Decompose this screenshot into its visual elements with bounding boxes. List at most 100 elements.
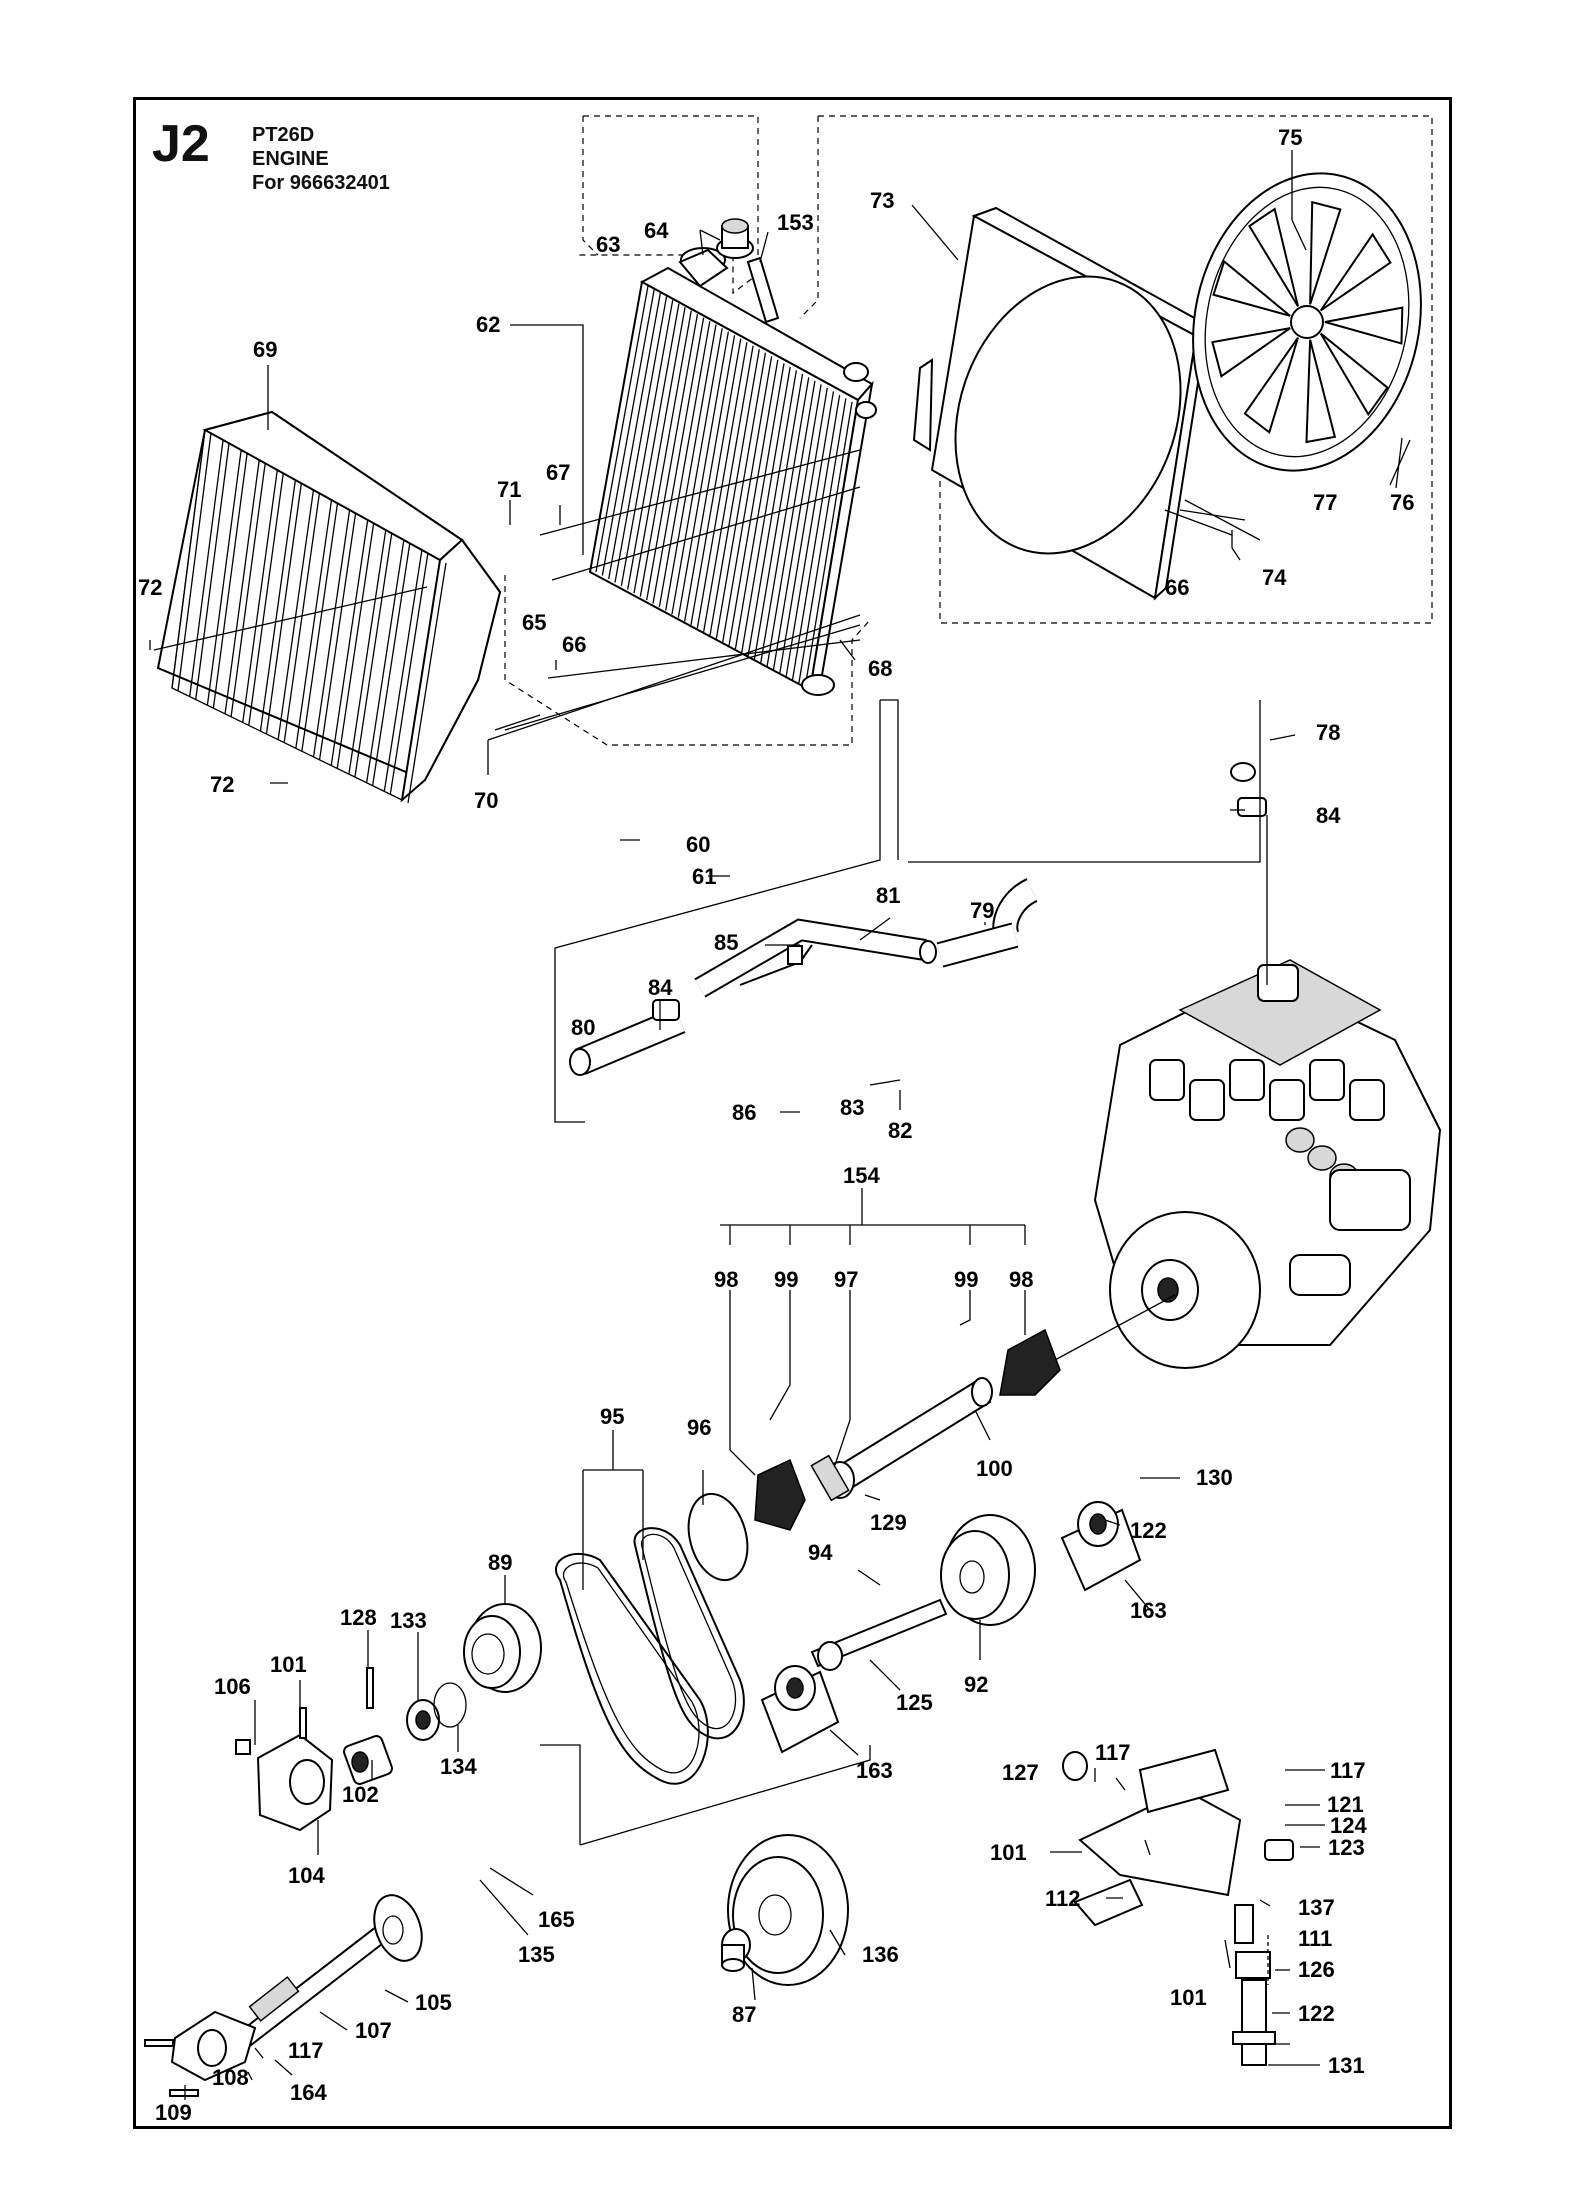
bearing-block-upper bbox=[1060, 1501, 1142, 1592]
radiator-fin bbox=[791, 394, 841, 682]
callout-101a: 101 bbox=[270, 1652, 307, 1677]
bearing-block-lower bbox=[760, 1665, 840, 1754]
engine-component bbox=[1309, 1059, 1345, 1101]
callout-117c: 117 bbox=[288, 2038, 324, 2063]
model-label: PT26D bbox=[252, 124, 315, 146]
callout-127: 127 bbox=[1002, 1760, 1039, 1785]
callout-154: 154 bbox=[843, 1163, 880, 1188]
fan-blade bbox=[1243, 337, 1299, 435]
callout-104: 104 bbox=[288, 1863, 325, 1888]
cover-slat-edge bbox=[265, 482, 303, 735]
engine-component bbox=[1229, 1059, 1265, 1101]
radiator-fin bbox=[785, 391, 835, 678]
callout-63: 63 bbox=[596, 232, 620, 257]
engine-component bbox=[1149, 1059, 1185, 1101]
callout-124: 124 bbox=[1330, 1813, 1367, 1838]
callout-163b: 163 bbox=[856, 1758, 893, 1783]
callout-70: 70 bbox=[474, 788, 498, 813]
cover-slat-edge bbox=[301, 502, 339, 752]
page-code: J2 bbox=[152, 115, 210, 173]
cover-slat-edge bbox=[318, 512, 357, 761]
callout-92: 92 bbox=[964, 1672, 988, 1697]
cover-slat-edge bbox=[389, 552, 429, 795]
radiator-fin bbox=[798, 398, 847, 685]
fan-blade bbox=[1324, 306, 1404, 345]
radiator-fin bbox=[614, 296, 668, 583]
radiator-fin bbox=[772, 384, 822, 671]
callout-109: 109 bbox=[155, 2100, 192, 2125]
radiator-fin bbox=[753, 373, 804, 660]
callout-labels: 75 73 64 153 63 62 69 71 67 72 65 66 68 … bbox=[138, 125, 1414, 2125]
radiator-fin bbox=[734, 363, 785, 650]
radiator-fin bbox=[728, 359, 779, 646]
callout-74: 74 bbox=[1262, 565, 1287, 590]
callout-136: 136 bbox=[862, 1942, 899, 1967]
engine-component bbox=[1269, 1079, 1305, 1121]
callout-130: 130 bbox=[1196, 1465, 1233, 1490]
radiator-fin bbox=[715, 352, 767, 639]
callout-97: 97 bbox=[834, 1267, 858, 1292]
fan-blade bbox=[1319, 332, 1389, 417]
radiator-fin bbox=[722, 356, 773, 643]
callout-135: 135 bbox=[518, 1942, 555, 1967]
callout-75: 75 bbox=[1278, 125, 1302, 150]
radiator-fin bbox=[665, 324, 717, 611]
callout-98a: 98 bbox=[714, 1267, 738, 1292]
callout-163a: 163 bbox=[1130, 1598, 1167, 1623]
cover-slat bbox=[295, 499, 333, 749]
pulley-89 bbox=[463, 1603, 542, 1693]
drive-belts bbox=[555, 1527, 745, 1785]
radiator-fin bbox=[766, 380, 816, 668]
radiator-fin bbox=[684, 335, 736, 622]
callout-61: 61 bbox=[692, 864, 716, 889]
callout-100: 100 bbox=[976, 1456, 1013, 1481]
cover-slat bbox=[189, 439, 224, 697]
radiator-fin bbox=[608, 292, 662, 580]
radiator-fin bbox=[595, 285, 649, 573]
radiator-cover bbox=[156, 410, 502, 804]
pulley-92 bbox=[940, 1514, 1036, 1626]
cover-slat bbox=[224, 459, 260, 714]
callout-126: 126 bbox=[1298, 1957, 1335, 1982]
callout-102: 102 bbox=[342, 1782, 379, 1807]
radiator-fin bbox=[709, 349, 760, 636]
cover-slat-edge bbox=[195, 442, 230, 700]
radiator-fin bbox=[633, 306, 686, 594]
callout-111: 111 bbox=[1298, 1926, 1332, 1951]
radiator-fin bbox=[671, 328, 723, 615]
cover-slat bbox=[277, 489, 315, 740]
callout-62: 62 bbox=[476, 312, 500, 337]
callout-123: 123 bbox=[1328, 1835, 1365, 1860]
cover-slat bbox=[259, 479, 297, 732]
cover-slat-edge bbox=[283, 492, 321, 743]
callout-71: 71 bbox=[497, 477, 521, 502]
callout-85: 85 bbox=[714, 930, 738, 955]
engine-fitting bbox=[1307, 1145, 1337, 1171]
callout-98b: 98 bbox=[1009, 1267, 1033, 1292]
cover-slat bbox=[242, 469, 278, 723]
cover-slat-edge bbox=[248, 472, 284, 726]
serial-label: For 966632401 bbox=[252, 172, 390, 194]
cover-slat-edge bbox=[177, 432, 212, 692]
radiator-fin bbox=[646, 314, 699, 601]
fan-blade bbox=[1319, 232, 1392, 312]
radiator-fin bbox=[620, 299, 674, 587]
cover-slat bbox=[365, 539, 405, 783]
cover-slat-edge bbox=[407, 562, 447, 804]
callout-122b: 122 bbox=[1298, 2001, 1335, 2026]
callout-73: 73 bbox=[870, 188, 894, 213]
callout-80: 80 bbox=[571, 1015, 595, 1040]
callout-125: 125 bbox=[896, 1690, 933, 1715]
callout-131: 131 bbox=[1328, 2053, 1365, 2078]
callout-94: 94 bbox=[808, 1540, 833, 1565]
drive-shaft bbox=[754, 1294, 1176, 1531]
fan-blade bbox=[1212, 259, 1291, 317]
engine-component bbox=[1349, 1079, 1385, 1121]
callout-164: 164 bbox=[290, 2080, 327, 2105]
callout-99a: 99 bbox=[774, 1267, 798, 1292]
callout-128: 128 bbox=[340, 1605, 377, 1630]
callout-87: 87 bbox=[732, 2002, 756, 2027]
callout-117a: 117 bbox=[1095, 1740, 1131, 1765]
engine-alternator bbox=[1329, 1169, 1411, 1231]
